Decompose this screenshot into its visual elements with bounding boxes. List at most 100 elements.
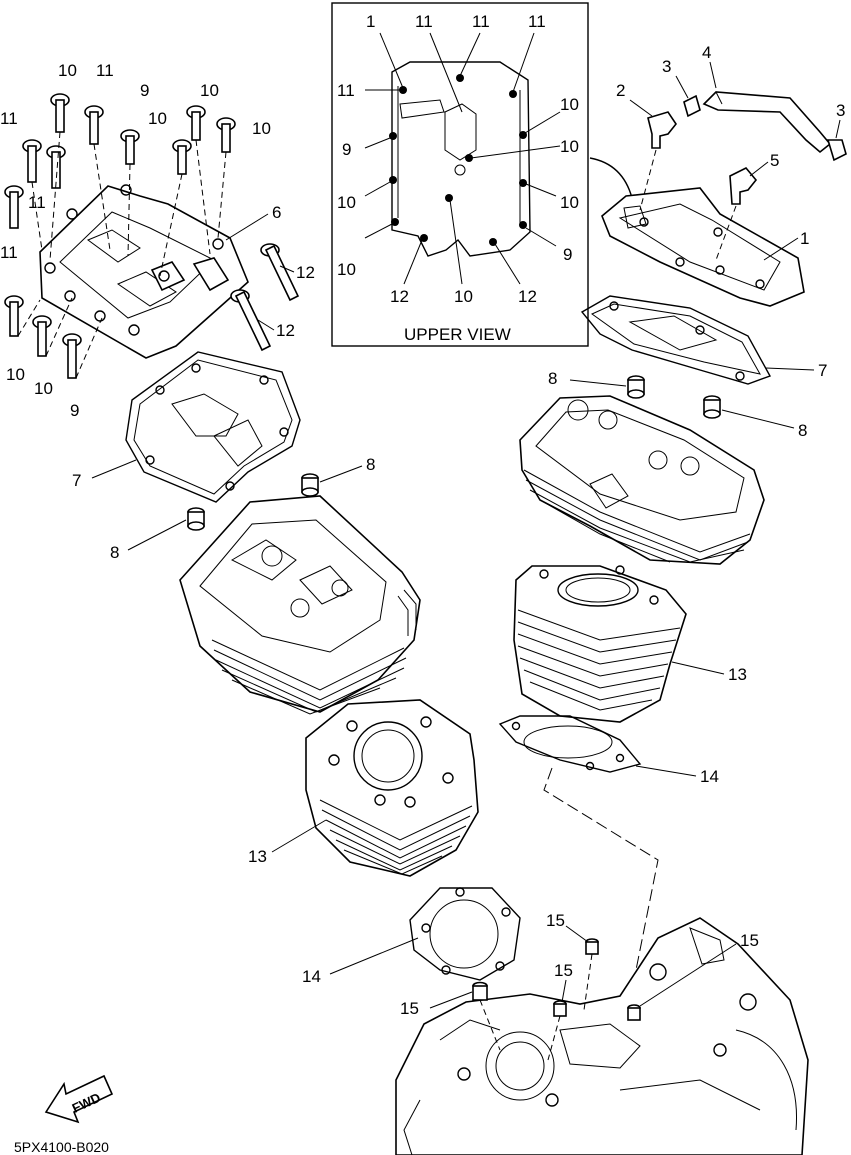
callout-10-top-d: 10: [252, 119, 271, 138]
bolt-9-a: [120, 129, 140, 165]
bolt-11-a: [84, 105, 104, 145]
inset-center-port: [444, 103, 477, 161]
bolt-10-b: [186, 105, 206, 141]
callout-13-front: 13: [248, 847, 267, 866]
callout-8-front-b: 8: [110, 543, 119, 562]
clamp-3-a: [683, 94, 701, 118]
crankcase-dowels: [472, 938, 641, 1021]
bolt-10-e: [4, 295, 24, 337]
front-head-cover: [39, 184, 249, 359]
callout-15-a: 15: [546, 911, 565, 930]
inset-callout-11a: 11: [415, 12, 433, 31]
figure-code: 5PX4100-B020: [14, 1139, 109, 1155]
dowel-8-c: [627, 375, 645, 399]
callout-15-c: 15: [554, 961, 573, 980]
inset-callout-11b: 11: [472, 12, 490, 31]
bolt-10-a: [50, 93, 70, 133]
front-dowels: [187, 473, 319, 531]
inset-callout-12b: 12: [518, 287, 537, 306]
callout-4: 4: [702, 43, 711, 62]
crankcase: [395, 917, 809, 1155]
callout-11-left-b: 11: [28, 193, 46, 212]
bolt-9-b: [62, 333, 82, 379]
inset-callout-10f: 10: [454, 287, 473, 306]
fitting-2: [647, 111, 677, 149]
front-cylinder: [305, 699, 479, 877]
inset-callout-9a: 9: [342, 140, 351, 159]
clamp-3-b: [826, 139, 847, 162]
callout-10-top-c: 10: [148, 109, 167, 128]
rear-cylinder: [513, 565, 687, 723]
inset-callout-9b: 9: [563, 245, 572, 264]
inset-callout-10d: 10: [560, 193, 579, 212]
callout-10-top-a: 10: [58, 61, 77, 80]
dowel-15-a: [585, 938, 599, 955]
front-cylinder-head: [179, 495, 421, 715]
callout-7-right: 7: [818, 361, 827, 380]
inset-callout-1: 1: [366, 12, 375, 31]
callout-8-front-a: 8: [366, 455, 375, 474]
front-cover-bolts: [4, 93, 300, 379]
callout-15-b: 15: [740, 931, 759, 950]
front-cover-callouts: 10 11 9 10 10 10 11 11 11 6 12 12 10 10 …: [0, 61, 315, 420]
rear-head-cover: [601, 187, 805, 307]
callout-5: 5: [770, 151, 779, 170]
inset-connector-line: [589, 157, 633, 199]
inset-callout-10b: 10: [560, 137, 579, 156]
inset-callout-11c: 11: [528, 12, 546, 31]
callout-12-b: 12: [276, 321, 295, 340]
callout-10-top-b: 10: [200, 81, 219, 100]
callout-11-left-c: 11: [0, 243, 18, 262]
inset-callout-10e: 10: [337, 260, 356, 279]
upper-view-inset: 1 11 11 11 11 10 10 9 10 10 10 9 12 10 1…: [331, 2, 589, 347]
callout-2: 2: [616, 81, 625, 100]
callout-15-d: 15: [400, 999, 419, 1018]
inset-title: UPPER VIEW: [404, 325, 511, 344]
bolt-11-d: [4, 185, 24, 229]
inset-callout-11d: 11: [337, 81, 355, 100]
rear-cylinder-head: [519, 395, 765, 565]
callout-3-b: 3: [836, 101, 845, 120]
callout-10-bottom-a: 10: [6, 365, 25, 384]
bolt-10-d: [172, 139, 192, 175]
bolt-10-c: [216, 117, 236, 153]
dowel-8-a: [301, 473, 319, 497]
dowel-8-d: [703, 395, 721, 419]
dowel-15-d: [627, 1004, 641, 1021]
rear-dowels: [627, 375, 721, 419]
inset-callout-12a: 12: [390, 287, 409, 306]
inset-head-outline: [391, 61, 531, 257]
front-head-gasket: [125, 351, 301, 503]
bolt-11-c: [46, 145, 66, 189]
bolt-guide-lines: [17, 131, 227, 379]
fwd-arrow-icon: FWD: [44, 1074, 114, 1124]
callout-1: 1: [800, 229, 809, 248]
callout-9-bottom: 9: [70, 401, 79, 420]
bolt-12-a: [260, 243, 300, 302]
callout-6: 6: [272, 203, 281, 222]
callout-8-rear-a: 8: [548, 369, 557, 388]
callout-3-a: 3: [662, 57, 671, 76]
callout-13-rear: 13: [728, 665, 747, 684]
callout-9-top: 9: [140, 81, 149, 100]
callout-14-front: 14: [302, 967, 321, 986]
alignment-lines: [543, 767, 659, 1001]
callout-14-rear: 14: [700, 767, 719, 786]
callout-8-rear-b: 8: [798, 421, 807, 440]
dowel-15-b: [553, 1000, 567, 1017]
callout-11-top: 11: [96, 61, 114, 80]
rear-base-gasket: [498, 715, 642, 773]
callout-10-bottom-b: 10: [34, 379, 53, 398]
callout-12-a: 12: [296, 263, 315, 282]
dowel-8-b: [187, 507, 205, 531]
bolt-12-b: [230, 289, 272, 352]
rear-head-gasket: [580, 295, 772, 385]
bolt-10-f: [32, 315, 52, 357]
hose-4: [702, 91, 832, 154]
inset-callout-10c: 10: [337, 193, 356, 212]
callout-11-left-a: 11: [0, 109, 18, 128]
fitting-5: [729, 167, 758, 205]
inset-leaders: [364, 32, 561, 285]
inset-bolt-dots: [389, 74, 527, 246]
